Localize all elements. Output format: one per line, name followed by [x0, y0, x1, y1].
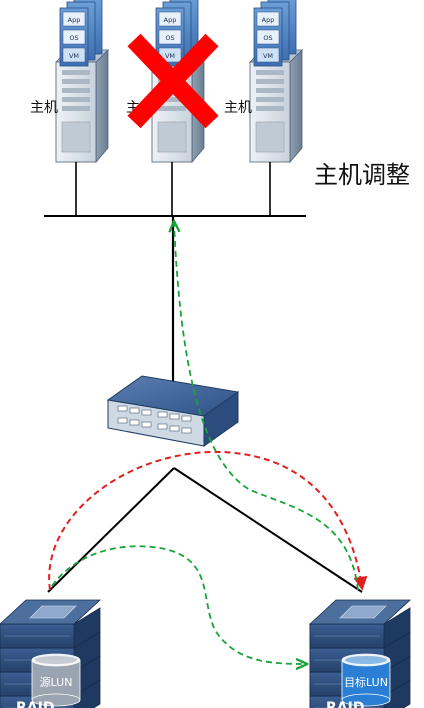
io-path-green-to-target: [51, 545, 306, 664]
migration-path-red: [48, 450, 368, 591]
vm-layer-label: VM: [263, 52, 273, 60]
disk-cylinder-icon: [341, 653, 391, 707]
vm-layer-label: App: [68, 16, 81, 24]
source-lun-label: 源LUN: [40, 675, 73, 689]
switch-to-target-link: [173, 467, 363, 593]
vm-layer-label: VM: [69, 52, 79, 60]
vm-layer-label: App: [262, 16, 275, 24]
target-raid-label: RAID: [326, 700, 364, 708]
host-label: 主机: [224, 100, 252, 116]
red-x-icon: [127, 33, 219, 129]
source-storage-array: 源LUN RAID: [0, 599, 102, 708]
server-icon: [55, 49, 109, 164]
source-raid-label: RAID: [16, 700, 54, 708]
disk-cylinder-icon: [31, 653, 81, 707]
server-icon: [249, 49, 303, 164]
target-lun-label: 目标LUN: [344, 675, 388, 689]
switch-to-source-link: [47, 467, 175, 593]
vm-layer-label: VM: [165, 52, 175, 60]
host-label: 主机: [30, 100, 58, 116]
io-path-green-to-host: [174, 222, 359, 591]
vm-layer-label: OS: [263, 34, 272, 42]
vm-layer-label: OS: [165, 34, 174, 42]
vm-layer-label: App: [164, 16, 177, 24]
switch-icon: [106, 375, 240, 447]
vm-layer-label: OS: [69, 34, 78, 42]
target-storage-array: 目标LUN RAID: [308, 599, 412, 708]
host-adjust-caption: 主机调整: [314, 161, 410, 189]
